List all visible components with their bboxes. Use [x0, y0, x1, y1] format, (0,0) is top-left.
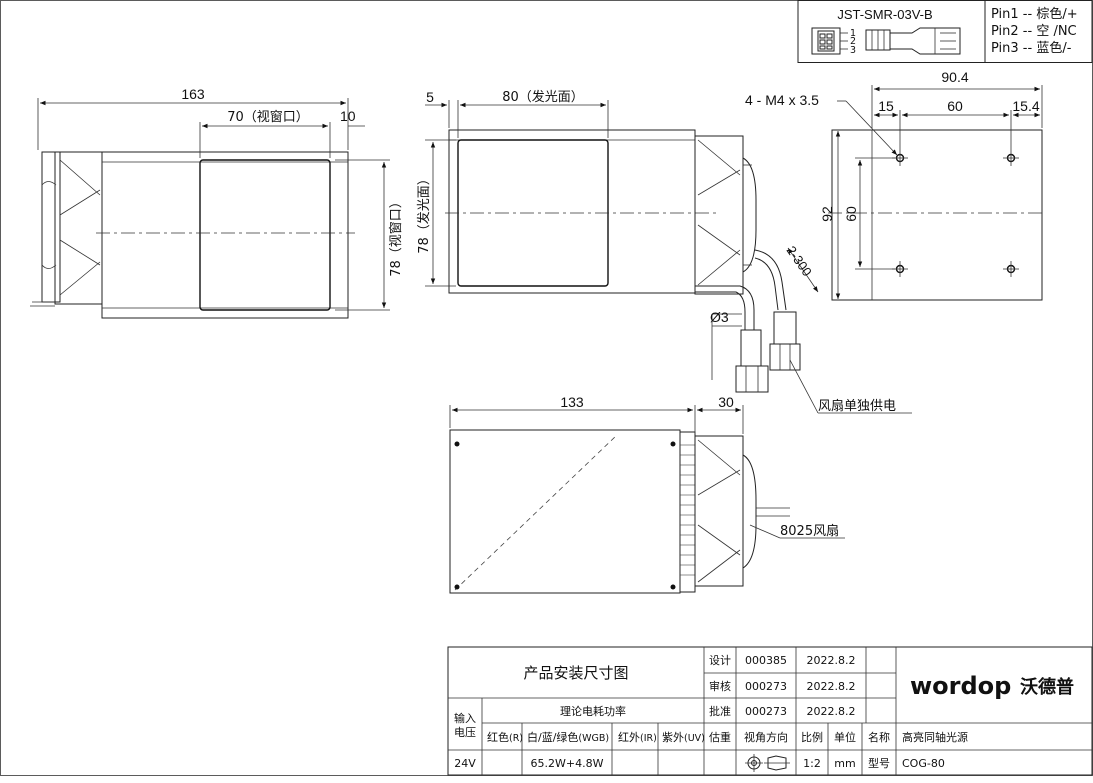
dim-bottom-body: 133	[560, 394, 584, 410]
pin1-desc: Pin1 -- 棕色/+	[991, 6, 1078, 22]
projection-symbol-icon	[745, 754, 790, 772]
voltage-value: 24V	[454, 757, 476, 770]
name-label: 名称	[868, 730, 890, 744]
weight-label: 估重	[709, 730, 731, 744]
scale-label: 比例	[801, 730, 823, 744]
view-label: 视角方向	[744, 730, 788, 744]
voltage-label-1: 输入	[454, 711, 476, 725]
dim-cable-dia: Ø3	[710, 309, 729, 325]
pin-number-1: 1	[850, 28, 856, 39]
review-date: 2022.8.2	[807, 680, 856, 693]
label-fan-power: 风扇单独供电	[818, 398, 896, 414]
col-uv: 紫外(UV)	[662, 731, 705, 744]
name-value: 高亮同轴光源	[902, 730, 968, 744]
brand-logo: wordop 沃德普	[910, 672, 1074, 700]
dim-right-height: 92	[819, 206, 835, 222]
dim-front-emit-width: 80（发光面）	[502, 89, 584, 105]
dim-right-total: 90.4	[941, 69, 968, 85]
col-wgb: 白/蓝/绿色(WGB)	[527, 730, 609, 744]
pin-number-2: 2	[850, 36, 856, 47]
right-view: 90.4 15 60 15.4 4 - M4 x 3.5 92 60	[745, 69, 1046, 301]
design-date: 2022.8.2	[807, 654, 856, 667]
pin3-desc: Pin3 -- 蓝色/-	[991, 40, 1072, 56]
design-label: 设计	[709, 654, 731, 667]
review-label: 审核	[709, 679, 731, 693]
dim-front-offset: 5	[426, 89, 434, 105]
model-value: COG-80	[902, 757, 945, 770]
connector-pin-icon	[811, 27, 848, 55]
label-fan-model: 8025风扇	[780, 523, 839, 539]
drawing-title: 产品安装尺寸图	[523, 664, 628, 682]
dim-side-window: 70（视窗口）	[227, 109, 309, 125]
col-ir: 红外(IR)	[618, 731, 657, 744]
voltage-label-2: 电压	[454, 726, 476, 739]
dim-bottom-fan: 30	[718, 394, 734, 410]
heatsink-fins	[680, 444, 695, 576]
col-red: 红色(R)	[487, 730, 523, 744]
approve-id: 000273	[745, 705, 787, 718]
model-label: 型号	[868, 756, 890, 770]
pin2-desc: Pin2 -- 空 /NC	[991, 24, 1077, 39]
bottom-view: 133 30 8025风扇	[449, 394, 845, 594]
dim-right-left: 15	[878, 98, 894, 114]
dim-right-mid: 60	[947, 98, 963, 114]
label-mount-holes: 4 - M4 x 3.5	[745, 92, 819, 108]
side-view: 163 70（视窗口） 10 78（视窗口）	[30, 86, 404, 319]
dim-side-offset: 10	[340, 108, 356, 124]
dim-right-hole-pitch: 60	[843, 206, 859, 222]
dim-right-right: 15.4	[1012, 98, 1039, 114]
power-header: 理论电耗功率	[560, 704, 626, 718]
connector-plug-icon	[865, 27, 961, 55]
approve-date: 2022.8.2	[807, 705, 856, 718]
approve-label: 批准	[709, 704, 731, 718]
connector-info-box: JST-SMR-03V-B 1 2 3 Pin1	[797, 0, 1093, 63]
scale-value: 1:2	[803, 757, 821, 770]
title-block: 产品安装尺寸图 设计 000385 2022.8.2 审核 000273 202…	[447, 646, 1093, 776]
pin-number-3: 3	[850, 45, 856, 56]
brand-cn-text: 沃德普	[1020, 676, 1074, 698]
design-id: 000385	[745, 654, 787, 667]
connector-model: JST-SMR-03V-B	[837, 7, 932, 22]
review-id: 000273	[745, 680, 787, 693]
dim-cable-length: 2-300	[784, 243, 815, 279]
unit-label: 单位	[834, 730, 856, 744]
dim-side-height: 78（视窗口）	[388, 195, 404, 277]
brand-text: wordop	[910, 672, 1011, 700]
power-value: 65.2W+4.8W	[531, 757, 604, 770]
unit-value: mm	[834, 757, 855, 770]
dim-side-total: 163	[181, 86, 205, 102]
dim-front-emit-height: 78（发光面）	[416, 172, 432, 254]
